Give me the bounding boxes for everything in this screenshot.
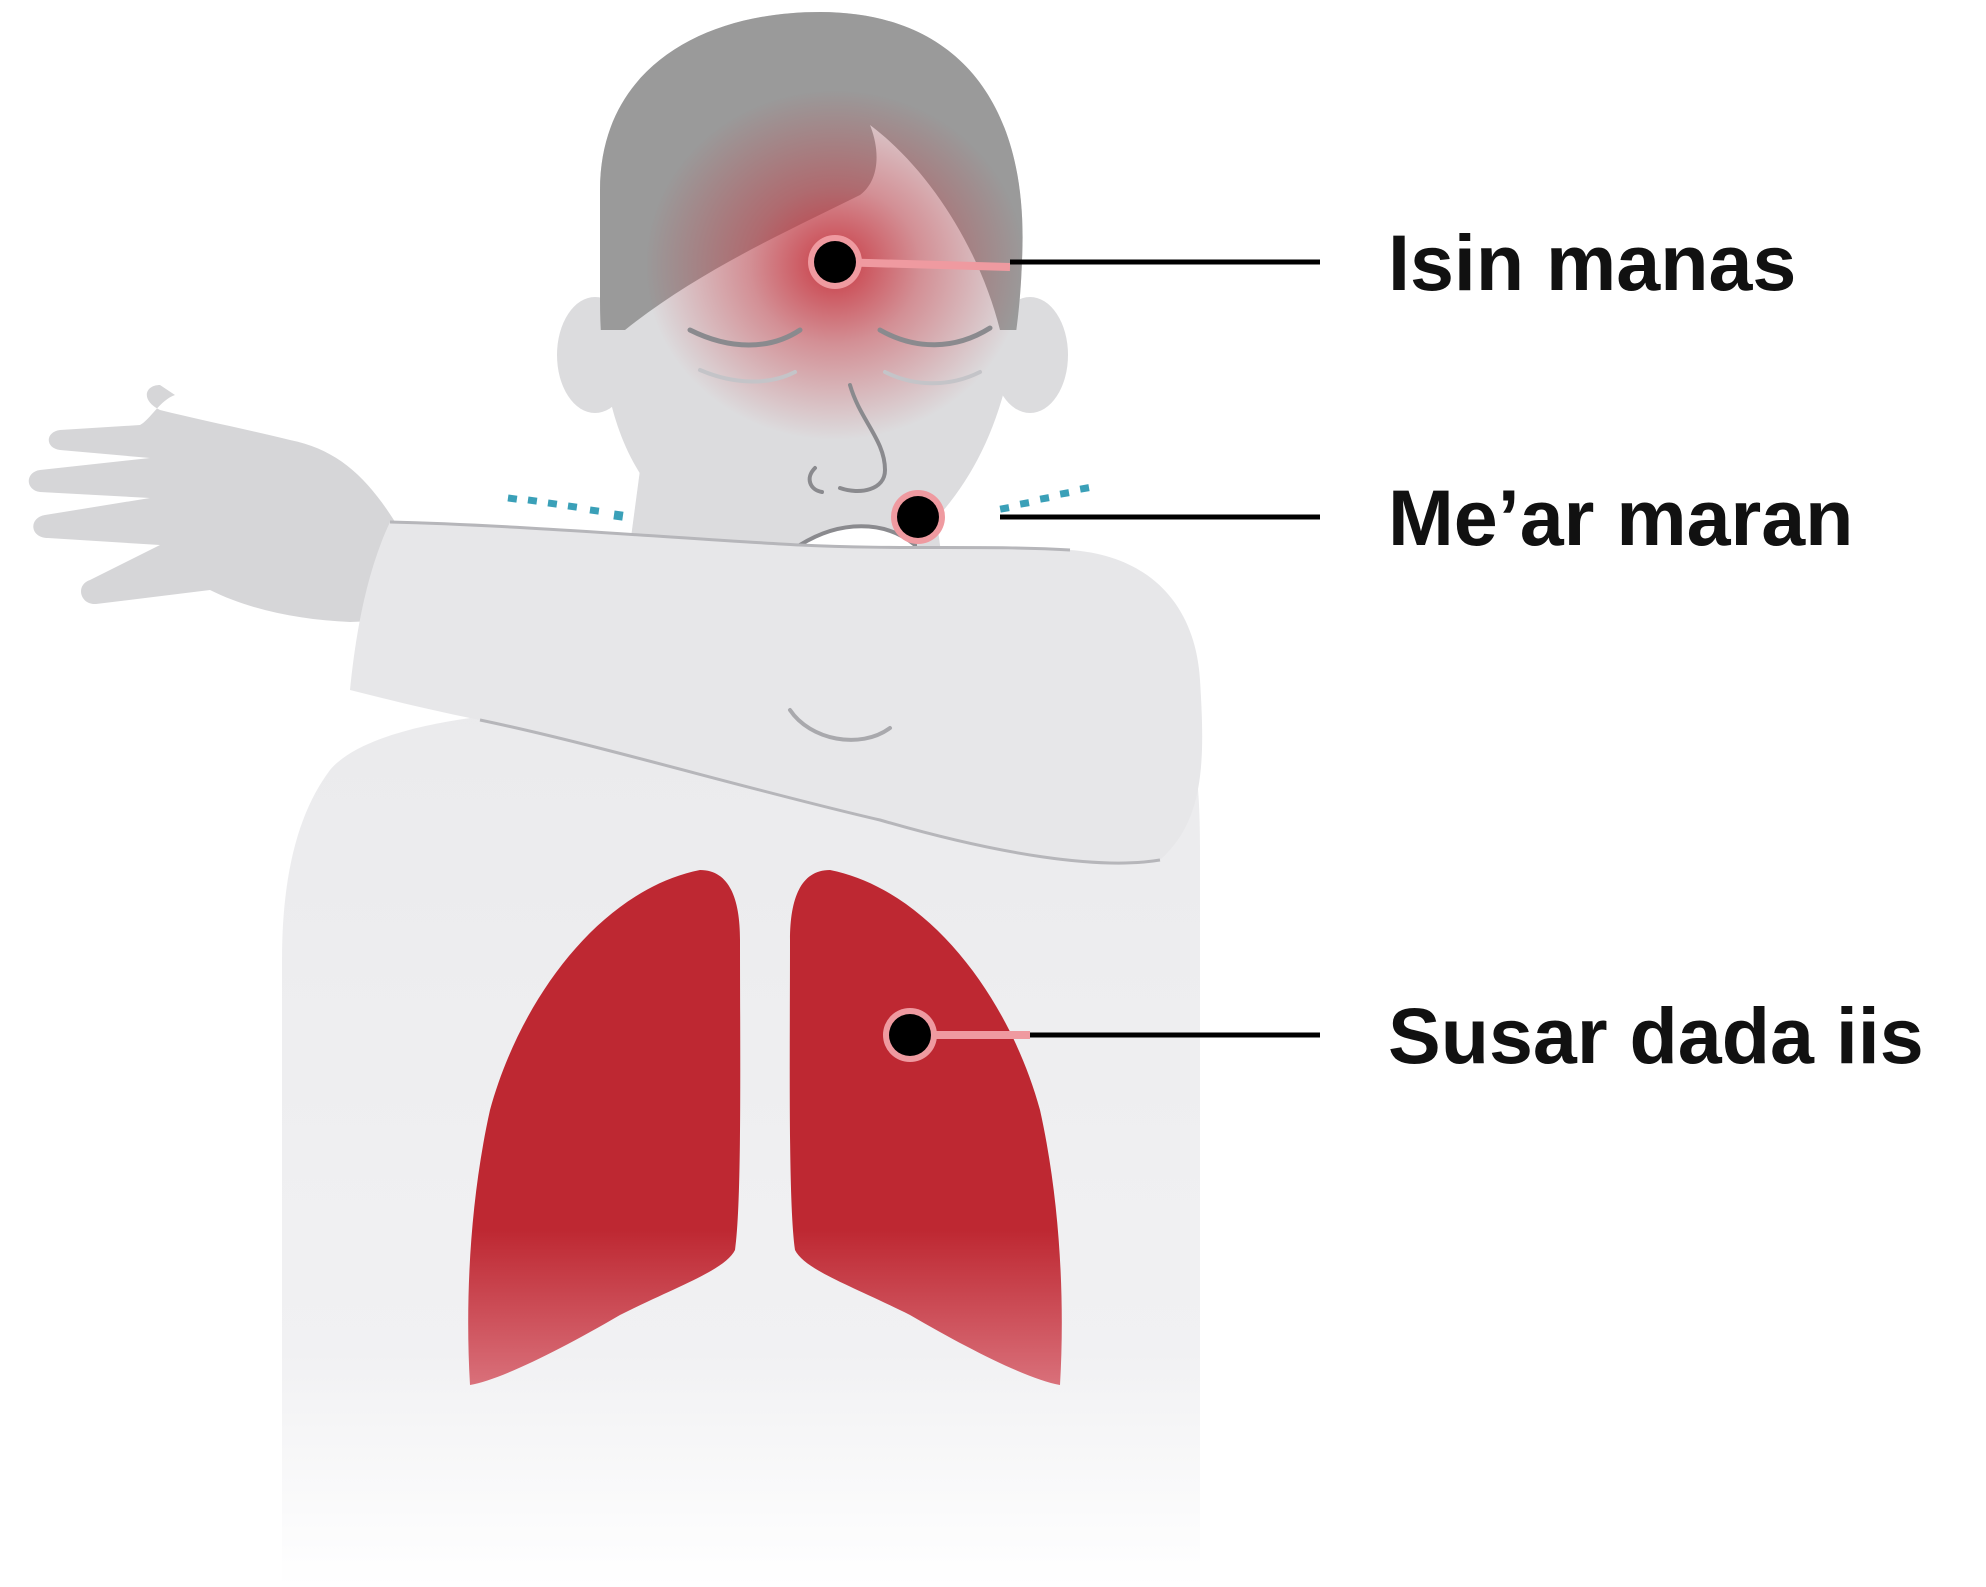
marker-headache — [808, 235, 862, 289]
hand — [29, 385, 400, 622]
label-cough: Me’ar maran — [1388, 473, 1853, 562]
marker-breathing — [883, 1008, 937, 1062]
label-headache: Isin manas — [1388, 218, 1796, 307]
marker-cough — [891, 490, 945, 544]
label-breathing: Susar dada iis — [1388, 991, 1924, 1080]
